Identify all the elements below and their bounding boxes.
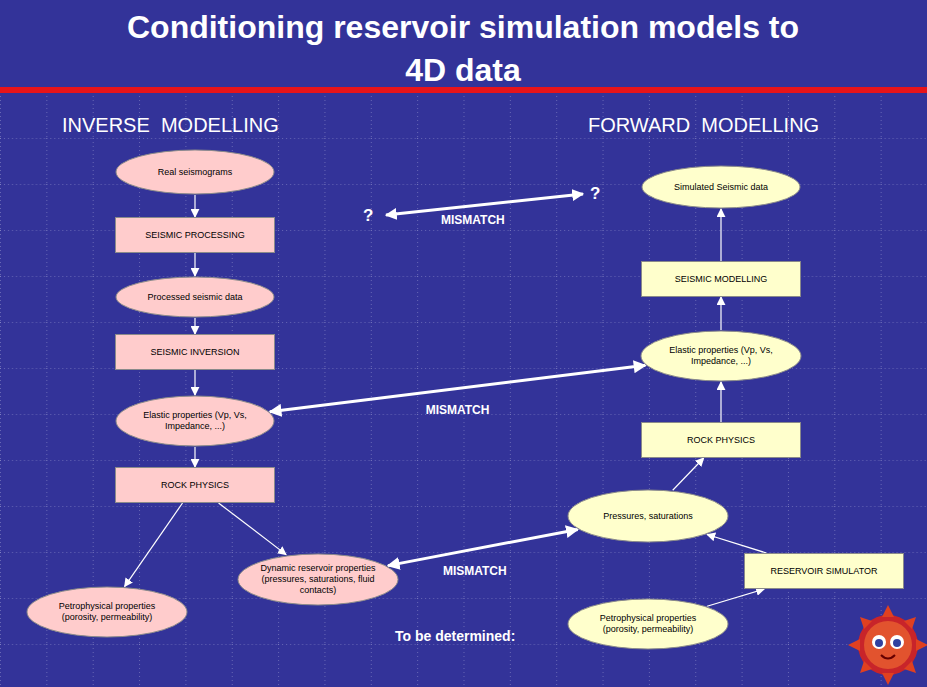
- text-label: ?: [590, 184, 600, 204]
- ellipse-node: Elastic properties (Vp, Vs, Impedance, .…: [115, 395, 275, 447]
- ellipse-node: Elastic properties (Vp, Vs, Impedance, .…: [640, 330, 802, 382]
- flow-arrow: [125, 503, 183, 587]
- node-text: SEISMIC MODELLING: [646, 274, 796, 285]
- node-text: Elastic properties (Vp, Vs, Impedance, .…: [136, 410, 254, 432]
- text-label: To be determined:: [395, 628, 515, 644]
- process-box: ROCK PHYSICS: [641, 422, 801, 458]
- flow-arrow: [707, 534, 766, 553]
- flow-arrow: [720, 209, 721, 261]
- flow-arrow: [707, 589, 764, 606]
- node-text: Elastic properties (Vp, Vs, Impedance, .…: [661, 345, 781, 367]
- node-text: Processed seismic data: [136, 292, 254, 303]
- text-label: MISMATCH: [441, 213, 505, 227]
- mismatch-arrow: [386, 194, 583, 215]
- node-text: Pressures, saturations: [588, 511, 708, 522]
- node-text: ROCK PHYSICS: [646, 435, 796, 446]
- text-label: ?: [363, 206, 373, 226]
- node-text: SEISMIC PROCESSING: [120, 230, 270, 241]
- ellipse-node: Dynamic reservoir properties (pressures,…: [237, 553, 399, 606]
- flow-arrow: [194, 195, 195, 217]
- flow-arrow: [194, 318, 195, 334]
- ellipse-node: Petrophysical properties (porosity, perm…: [26, 586, 188, 638]
- process-box: SEISMIC INVERSION: [115, 334, 275, 370]
- flow-arrow: [720, 382, 721, 422]
- node-text: Simulated Seismic data: [662, 182, 780, 193]
- node-text: Real seismograms: [136, 167, 254, 178]
- flow-arrow: [720, 297, 721, 330]
- flow-arrow: [219, 503, 287, 555]
- flow-arrow: [194, 370, 195, 395]
- flow-arrow: [194, 253, 195, 276]
- ellipse-node: Processed seismic data: [115, 276, 275, 318]
- node-text: Petrophysical properties (porosity, perm…: [47, 601, 167, 623]
- node-text: SEISMIC INVERSION: [120, 347, 270, 358]
- node-text: Petrophysical properties (porosity, perm…: [588, 613, 708, 635]
- flow-arrow: [194, 447, 195, 467]
- edge-label: MISMATCH: [426, 403, 490, 417]
- process-box: SEISMIC PROCESSING: [115, 217, 275, 253]
- process-box: SEISMIC MODELLING: [641, 261, 801, 297]
- edge-label: MISMATCH: [443, 564, 507, 578]
- mismatch-arrow: [388, 529, 578, 565]
- ellipse-node: Petrophysical properties (porosity, perm…: [567, 598, 729, 650]
- flow-arrow: [673, 458, 704, 490]
- text-label: INVERSE MODELLING: [62, 114, 279, 137]
- process-box: ROCK PHYSICS: [115, 467, 275, 503]
- sun-mascot: [848, 605, 927, 685]
- node-text: RESERVOIR SIMULATOR: [749, 566, 899, 577]
- dotted-grid: [0, 96, 927, 687]
- text-label: FORWARD MODELLING: [588, 114, 819, 137]
- ellipse-node: Simulated Seismic data: [641, 165, 801, 209]
- ellipse-node: Pressures, saturations: [567, 489, 729, 543]
- node-text: Dynamic reservoir properties (pressures,…: [258, 563, 378, 596]
- title: Conditioning reservoir simulation models…: [103, 6, 823, 92]
- ellipse-node: Real seismograms: [115, 149, 275, 195]
- node-text: ROCK PHYSICS: [120, 480, 270, 491]
- process-box: RESERVOIR SIMULATOR: [744, 553, 904, 589]
